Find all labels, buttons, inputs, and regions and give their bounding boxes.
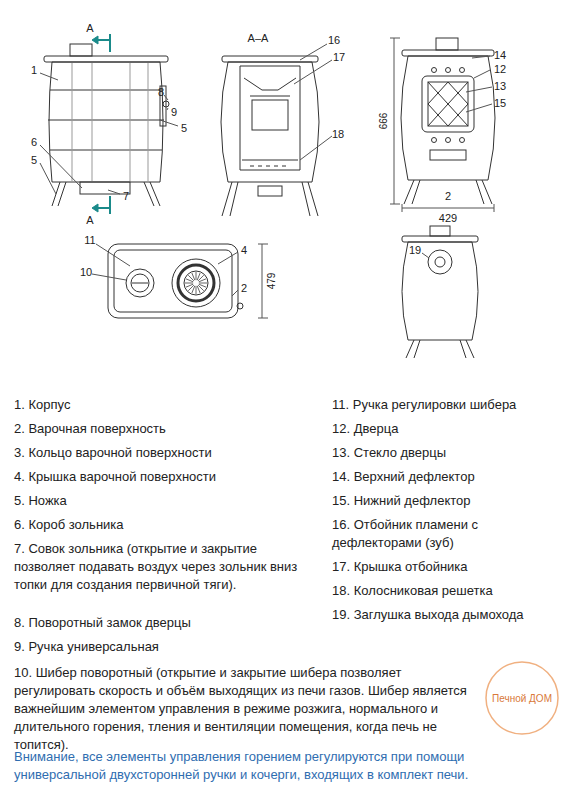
part-list-item: 18. Колосниковая решетка <box>332 582 560 600</box>
part-list-item: 2. Варочная поверхность <box>14 420 319 438</box>
part-list-item: 3. Кольцо варочной поверхности <box>14 444 319 462</box>
part-list-item: 16. Отбойник пламени с дефлекторами (зуб… <box>332 516 560 552</box>
callout-number: 13 <box>494 81 506 92</box>
part-list-item: 15. Нижний дефлектор <box>332 492 560 510</box>
part-list-item: 19. Заглушка выхода дымохода <box>332 606 560 624</box>
part-list-item: 7. Совок зольника (открытие и закрытие п… <box>14 540 319 594</box>
callout-number: 18 <box>332 129 344 140</box>
part-list-item: 12. Дверца <box>332 420 560 438</box>
callout-number: 12 <box>494 64 506 75</box>
callout-number: 6 <box>31 137 37 148</box>
section-title: A–A <box>248 33 269 44</box>
part-list-item: 6. Короб зольника <box>14 516 319 534</box>
callout-number: 5 <box>181 123 187 134</box>
part-list-item: 5. Ножка <box>14 492 319 510</box>
dimension: 479 <box>267 273 277 290</box>
callout-number: 5 <box>31 155 37 166</box>
part-list-item: 11. Ручка регулировки шибера <box>332 396 560 414</box>
callout-number: 15 <box>494 98 506 109</box>
part-list-item: 10. Шибер поворотный (открытие и закрыти… <box>14 664 474 754</box>
warning-note: Внимание, все элементы управления горени… <box>14 748 554 784</box>
callout-number: 2 <box>445 191 451 202</box>
callout-number: 8 <box>158 87 164 98</box>
callout-number: 17 <box>333 52 345 63</box>
watermark: Печной ДОМ <box>492 693 552 704</box>
part-list-item: 13. Стекло дверцы <box>332 444 560 462</box>
dimension: 429 <box>439 213 457 224</box>
callout-number: 14 <box>494 50 506 61</box>
dimension: 666 <box>379 113 389 130</box>
part-list-item: 14. Верхний дефлектор <box>332 468 560 486</box>
part-list-item: 8. Поворотный замок дверцы <box>14 614 319 632</box>
callout-number: 4 <box>241 245 247 256</box>
part-list-item: 17. Крышка отбойника <box>332 558 560 576</box>
callout-number: 7 <box>123 191 129 202</box>
part-list-item: 9. Ручка универсальная <box>14 638 319 656</box>
callout-number: 16 <box>328 35 340 46</box>
callout-number: 1 <box>31 65 37 76</box>
part-list-item: 1. Корпус <box>14 396 319 414</box>
callout-number: 19 <box>409 245 421 256</box>
part-list-item: 4. Крышка варочной поверхности <box>14 468 319 486</box>
callout-number: 11 <box>84 235 95 246</box>
section-mark: A <box>86 23 93 34</box>
callout-number: 2 <box>241 283 247 294</box>
section-mark: A <box>86 215 93 226</box>
callout-number: 10 <box>80 267 92 278</box>
callout-number: 9 <box>171 107 177 118</box>
